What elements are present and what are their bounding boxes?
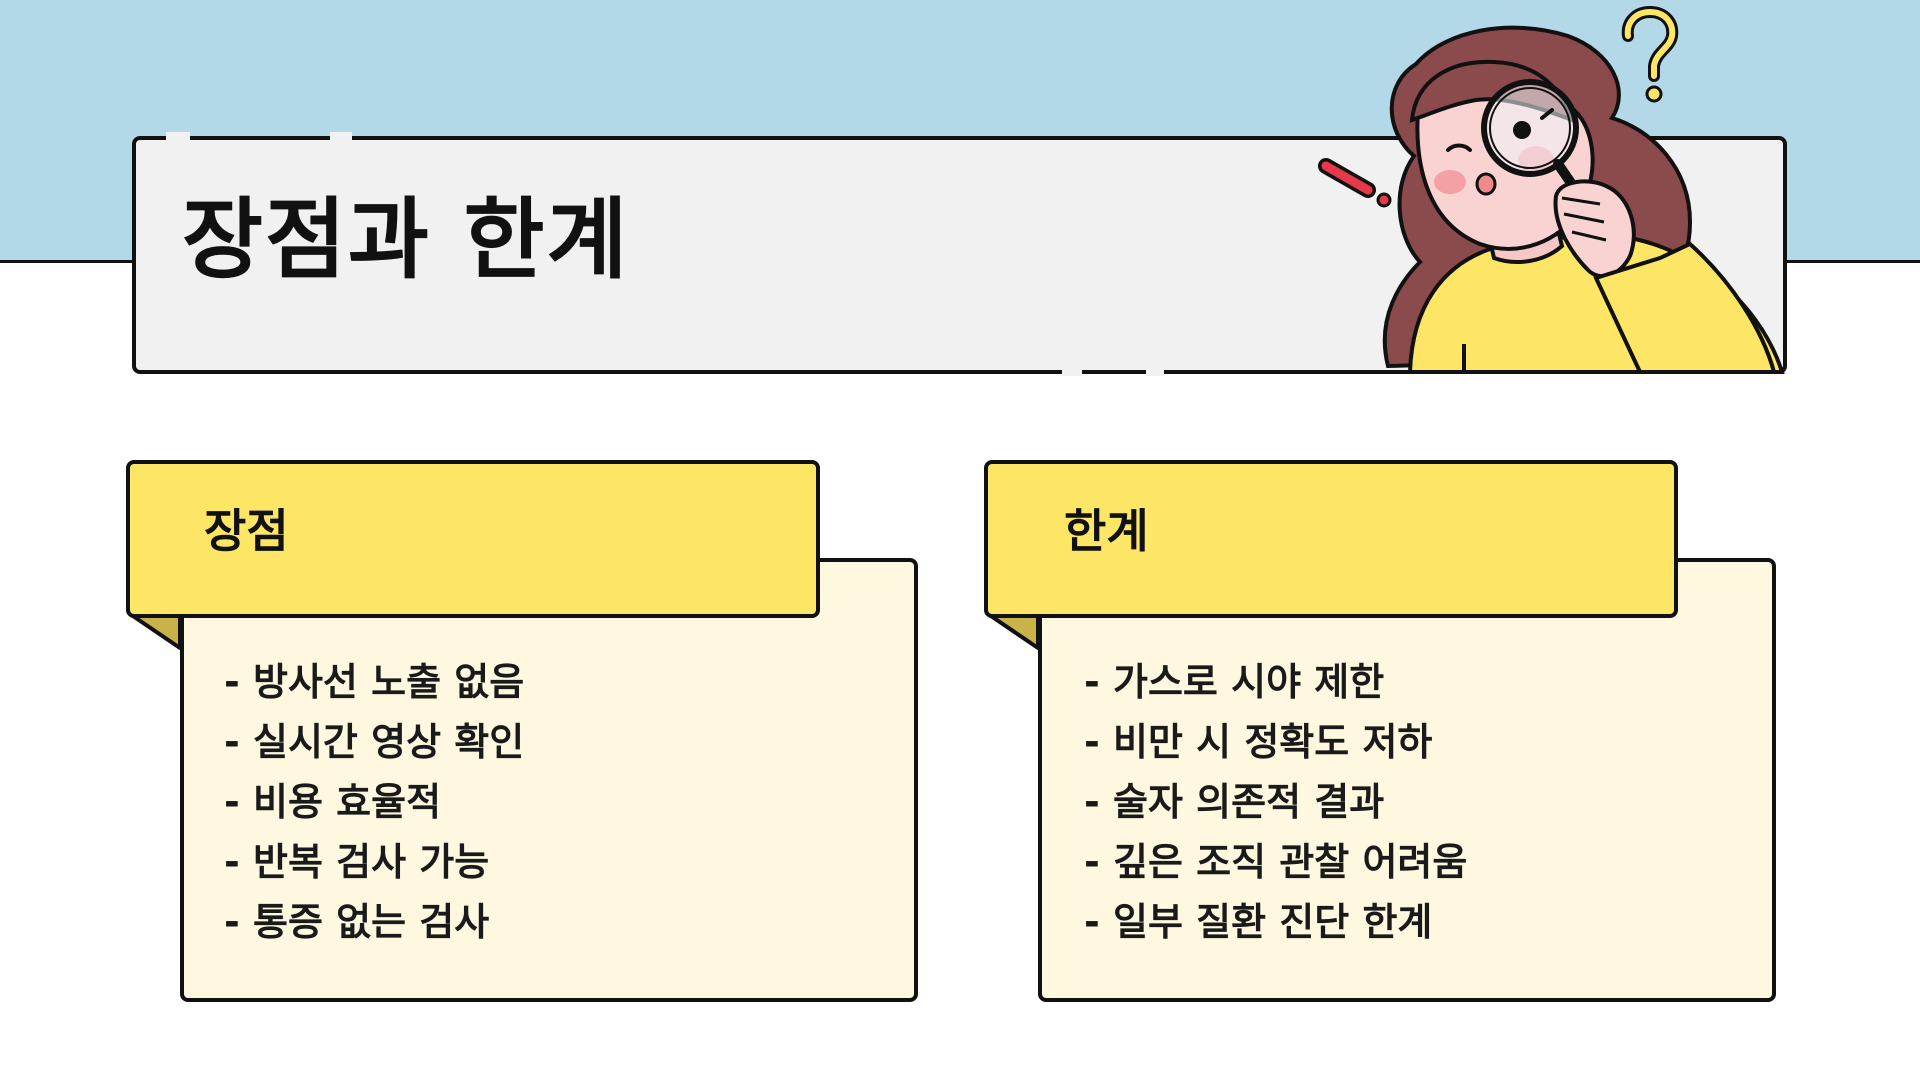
list-item: - 실시간 영상 확인: [224, 720, 525, 764]
list-item: - 비용 효율적: [224, 780, 442, 824]
page-title: 장점과 한계: [182, 188, 630, 291]
cons-card-fold: [986, 612, 1040, 650]
cons-heading: 한계: [1064, 504, 1149, 558]
cons-card-header: [984, 460, 1678, 618]
list-item: - 일부 질환 진단 한계: [1084, 900, 1433, 944]
pros-card-fold: [128, 612, 182, 650]
title-box-gap: [166, 132, 190, 140]
cons-card-body: [1038, 558, 1776, 1002]
pros-heading: 장점: [204, 504, 289, 558]
pros-card-header: [126, 460, 820, 618]
exclamation-mark-icon: [1318, 158, 1392, 208]
list-item: - 통증 없는 검사: [224, 900, 490, 944]
pros-list: - 방사선 노출 없음 - 실시간 영상 확인 - 비용 효율적 - 반복 검사…: [224, 652, 524, 952]
list-item: - 방사선 노출 없음: [224, 660, 525, 704]
list-item: - 깊은 조직 관찰 어려움: [1084, 840, 1468, 884]
question-mark-icon: [1621, 5, 1679, 103]
list-item: - 가스로 시야 제한: [1084, 660, 1385, 704]
list-item: - 비만 시 정확도 저하: [1084, 720, 1433, 764]
title-box-gap: [1146, 368, 1164, 376]
list-item: - 반복 검사 가능: [224, 840, 490, 884]
cons-list: - 가스로 시야 제한 - 비만 시 정확도 저하 - 술자 의존적 결과 - …: [1084, 652, 1467, 952]
title-box-gap: [330, 132, 352, 140]
title-box-gap: [1062, 368, 1082, 376]
thinking-girl-with-magnifier-illustration: [1318, 5, 1785, 374]
list-item: - 술자 의존적 결과: [1084, 780, 1385, 824]
pros-card-body: [180, 558, 918, 1002]
